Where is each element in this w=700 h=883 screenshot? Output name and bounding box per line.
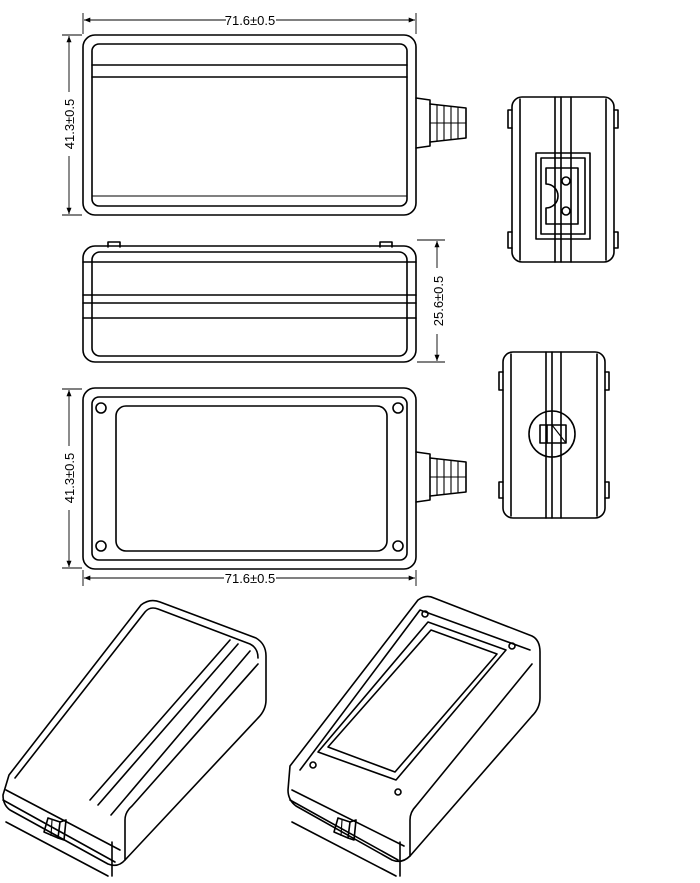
screw-hole (309, 761, 317, 769)
top-view-inner-outline (91, 43, 408, 207)
ac-inlet-socket (535, 152, 591, 240)
screw-hole (95, 402, 107, 414)
dimension-side-height: 25.6±0.5 (417, 239, 446, 363)
bottom-view-outline (82, 387, 417, 570)
screw-hole (508, 642, 516, 650)
bottom-view (82, 387, 467, 570)
dimension-label: 41.3±0.5 (62, 99, 77, 150)
end-view-outline (502, 351, 606, 519)
screw-hole (95, 540, 107, 552)
screw-hole (392, 540, 404, 552)
cable-strain-relief (415, 97, 467, 149)
dimension-label: 71.6±0.5 (225, 571, 276, 586)
screw-hole (394, 788, 402, 796)
side-view-outline (82, 245, 417, 363)
cable-strain-relief (415, 451, 467, 503)
dimension-label: 41.3±0.5 (62, 453, 77, 504)
dimension-label: 25.6±0.5 (431, 276, 446, 327)
screw-hole (392, 402, 404, 414)
dimension-top-width: 71.6±0.5 (82, 13, 417, 34)
cable-exit (333, 817, 357, 841)
dimension-bottom-width: 71.6±0.5 (82, 570, 417, 586)
end-view-outline (511, 96, 615, 263)
dimension-bottom-height: 41.3±0.5 (62, 388, 82, 569)
dimension-label: 71.6±0.5 (225, 13, 276, 28)
isometric-view-top (2, 599, 267, 877)
isometric-view-bottom (287, 595, 541, 877)
top-view-outline (82, 34, 417, 216)
cable-exit (43, 817, 67, 841)
side-view (82, 241, 417, 363)
screw-hole (421, 610, 429, 618)
dimension-top-height: 41.3±0.5 (62, 34, 82, 216)
end-view-inlet (507, 96, 619, 263)
cable-exit (528, 410, 576, 458)
top-view (82, 34, 467, 216)
end-view-cable (498, 351, 610, 519)
bottom-label-area (115, 405, 388, 552)
